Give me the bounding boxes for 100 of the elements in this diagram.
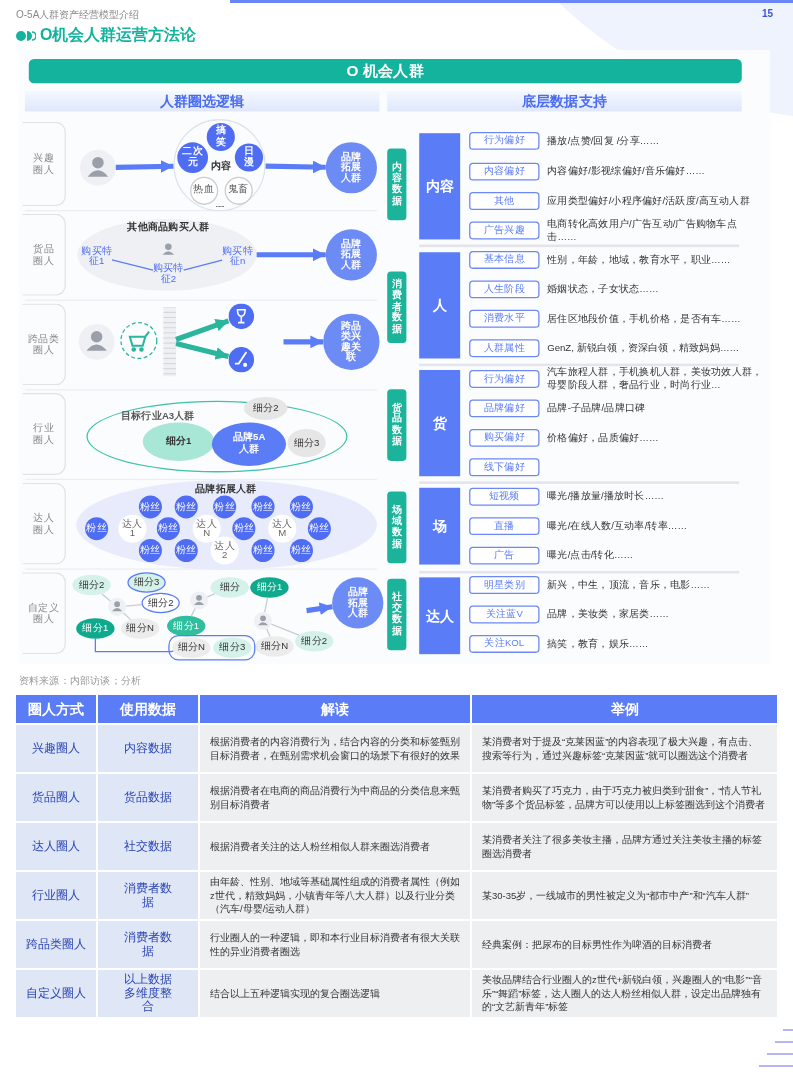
arrow <box>175 318 230 342</box>
table-cell: 美妆品牌结合行业圈人的z世代+新锐白领，兴趣圈人的“电影”“音乐”“舞蹈”标签，达人圈人的达人粉丝相似人群，设定出品牌独有的“文艺新青年”标签 <box>472 970 777 1017</box>
banner-bar: O 机会人群 <box>28 58 742 84</box>
row-label: 达人圈人 <box>22 482 66 565</box>
tag-description: 曝光/在线人数/互动率/转率…… <box>547 519 689 533</box>
fan-circle: 粉丝 <box>213 495 237 519</box>
tag-description: 居住区地段价值，手机价格，是否有车…… <box>547 312 742 326</box>
section-header: 底层数据支持 <box>387 90 742 112</box>
table-cell: 根据消费者在电商的商品消费行为中商品的分类信息来甄别目标消费者 <box>200 774 470 821</box>
category-tag: 场域数据 <box>387 491 407 564</box>
connector-line <box>270 623 300 636</box>
source-note: 资料来源：内部访谈；分析 <box>18 673 142 688</box>
data-tag: 内容偏好 <box>469 162 540 181</box>
fan-circle: 粉丝 <box>156 517 180 541</box>
category-tag: 社交数据 <box>387 578 407 651</box>
header-cell: 举例 <box>472 695 777 723</box>
table-cell: 某消费者关注了很多美妆主播，品牌方通过关注美妆主播的标签圈选消费者 <box>472 823 777 870</box>
header-cell: 解读 <box>200 695 470 723</box>
feature-label: 购买特征2 <box>152 262 184 286</box>
table-cell: 行业圈人的一种逻辑，即和本行业目标消费者有很大关联性的异业消费者圈选 <box>200 921 470 968</box>
connector-line <box>123 612 132 621</box>
tag-description: 性别，年龄，地域，教育水平，职业…… <box>547 253 732 267</box>
table-cell: 某消费者购买了巧克力，由于巧克力被归类到“甜食”，“情人节礼物”等多个货品标签，品牌方可以使用以上标签圈选到这个消费者 <box>472 774 777 821</box>
fan-circle: 粉丝 <box>138 495 162 519</box>
table-cell: 跨品类圈人 <box>16 921 96 968</box>
influencer-circle: 达人1 <box>118 514 147 543</box>
table-cell: 货品数据 <box>98 774 198 821</box>
data-tag: 人生阶段 <box>469 280 540 299</box>
tag-description: 曝光/播放量/播放时长…… <box>547 490 665 503</box>
tag-description: 电商转化高效用户/广告互动/广告购物车点击…… <box>547 218 738 243</box>
table-cell: 经典案例：把尿布的目标男性作为啤酒的目标消费者 <box>472 921 777 968</box>
tag-description: 婚姻状态，子女状态…… <box>547 283 660 296</box>
connector-line <box>264 597 269 613</box>
table-cell: 兴趣圈人 <box>16 725 96 772</box>
group-label: 其他商品购买人群 <box>127 222 210 234</box>
row-label: 跨品类圈人 <box>22 303 66 386</box>
data-tag: 线下偏好 <box>469 458 540 477</box>
header-cell: 使用数据 <box>98 695 198 723</box>
data-tag: 短视频 <box>469 487 540 506</box>
data-tag: 行为偏好 <box>469 370 540 388</box>
ellipsis-text: ...... <box>215 198 224 210</box>
tag-description: 品牌，美妆类，家居类…… <box>547 608 670 621</box>
table-cell: 根据消费者关注的达人粉丝相似人群来圈选消费者 <box>200 823 470 870</box>
influencer-circle: 达人M <box>268 514 297 543</box>
category-tag: 货品数据 <box>387 389 407 461</box>
table-cell: 结合以上五种逻辑实现的复合圈选逻辑 <box>200 970 470 1017</box>
data-tag: 消费水平 <box>469 309 540 328</box>
tag-description: GenZ, 新锐白领，资深白领，精致妈妈…… <box>547 342 741 355</box>
connector-line <box>266 628 271 638</box>
row-label: 自定义圈人 <box>22 572 66 655</box>
tag-description: 内容偏好/影视综偏好/音乐偏好…… <box>547 165 706 178</box>
header-cell: 圈人方式 <box>16 695 96 723</box>
data-tag: 人群属性 <box>469 339 540 358</box>
arrow <box>283 335 324 349</box>
table-cell: 消费者数据 <box>98 872 198 919</box>
table-cell: 某消费者对于提及“克莱因蓝”的内容表现了极大兴趣，有点击、搜索等行为，通过兴趣标签“克莱因蓝”就可以圈选这个消费者 <box>472 725 777 772</box>
fan-circle: 粉丝 <box>289 495 313 519</box>
dimension-bar: 货 <box>419 370 461 477</box>
fan-circle: 粉丝 <box>251 495 275 519</box>
tag-description: 曝光/点击/转化…… <box>547 549 635 562</box>
fan-circle: 粉丝 <box>289 538 313 562</box>
tag-description: 品牌-子品牌/品牌口碑 <box>547 402 647 415</box>
group-label: 目标行业A3人群 <box>120 410 195 422</box>
influencer-circle: 达人2 <box>210 536 239 565</box>
row-label: 兴趣圈人 <box>22 121 66 207</box>
fan-circle: 粉丝 <box>251 538 275 562</box>
connector-line <box>94 638 174 653</box>
tag-description: 应用类型偏好/小程序偏好/活跃度/高互动人群 <box>547 194 751 208</box>
table-cell: 社交数据 <box>98 823 198 870</box>
section-title: O机会人群运营方法论 <box>40 25 197 45</box>
table-cell: 行业圈人 <box>16 872 96 919</box>
brick-wall-drawing <box>163 307 176 377</box>
connector-line <box>183 259 223 271</box>
content-ring <box>173 119 266 212</box>
stroller-icon <box>119 321 159 360</box>
data-tag: 品牌偏好 <box>469 399 540 418</box>
dimension-bar: 内容 <box>419 133 461 240</box>
data-tag: 关注蓝V <box>469 605 540 624</box>
page-number: 15 <box>762 8 774 19</box>
group-label: 内容 <box>210 160 232 172</box>
fan-circle: 粉丝 <box>307 517 331 541</box>
fan-circle: 粉丝 <box>85 517 109 541</box>
fan-circle: 粉丝 <box>232 517 256 541</box>
tag-description: 新兴，中生，顶流，音乐，电影…… <box>547 578 711 592</box>
dimension-bar: 人 <box>419 252 461 359</box>
dimension-bar: 达人 <box>419 577 461 655</box>
connector-line <box>190 607 196 617</box>
table-cell: 内容数据 <box>98 725 198 772</box>
arrow <box>265 160 326 174</box>
dimension-bar: 场 <box>419 487 461 565</box>
table-cell: 自定义圈人 <box>16 970 96 1017</box>
fan-circle: 粉丝 <box>174 495 198 519</box>
wine-glass-icon <box>228 303 255 330</box>
table-cell: 以上数据多维度整合 <box>98 970 198 1017</box>
arrow <box>256 248 326 262</box>
data-tag: 广告 <box>469 546 540 565</box>
connector-line <box>111 259 154 271</box>
fan-circle: 粉丝 <box>138 538 162 562</box>
arrow <box>306 602 333 615</box>
page-header: O-5A人群资产经营模型介绍 <box>16 8 140 22</box>
